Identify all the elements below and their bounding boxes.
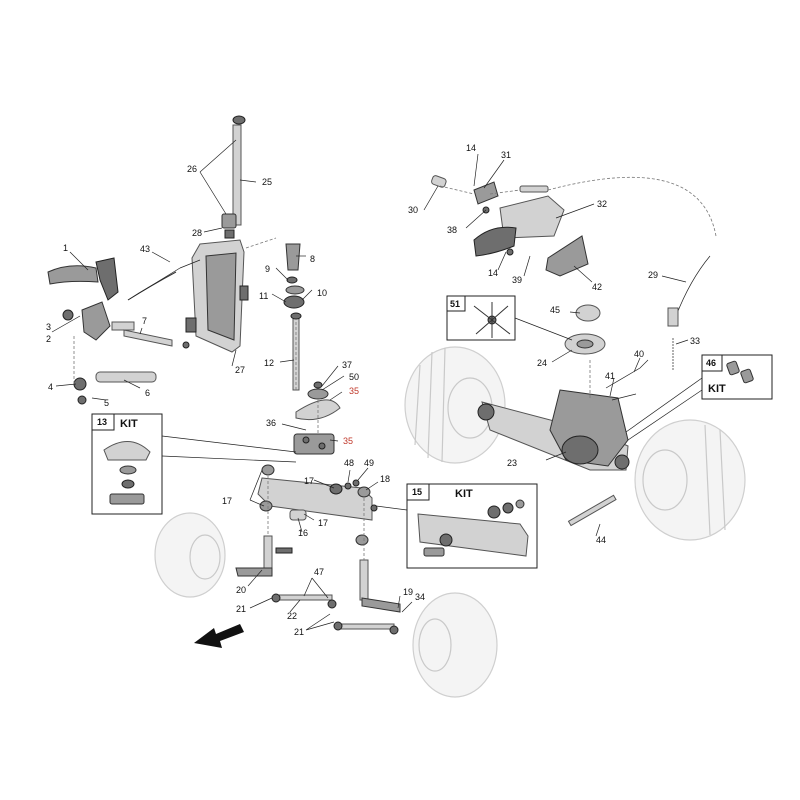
part-label: 31 <box>501 150 511 160</box>
steering-gear-parts <box>283 243 305 391</box>
kit-51-callout: 51 <box>446 295 573 341</box>
part-label: 7 <box>142 316 147 326</box>
kit-13-callout: 13 KIT <box>91 413 297 515</box>
part-label: 27 <box>235 365 245 375</box>
part-number-labels: 1 2 3 4 5 6 7 8 9 10 11 12 14 14 16 17 1… <box>46 143 700 637</box>
forward-arrow-icon <box>194 624 244 648</box>
transaxle <box>477 389 630 471</box>
part-label: 22 <box>287 611 297 621</box>
part-label: 45 <box>550 305 560 315</box>
part-label: 8 <box>310 254 315 264</box>
part-label: 17 <box>318 518 328 528</box>
part-label: 16 <box>298 528 308 538</box>
part-label: 37 <box>342 360 352 370</box>
part-label: 2 <box>46 334 51 344</box>
right-spindle <box>359 559 401 613</box>
part-label: 21 <box>236 604 246 614</box>
kit-13-title: KIT <box>120 418 138 430</box>
part-label-hidden: 17 <box>220 496 230 506</box>
kit-46-callout: 46 KIT <box>625 354 773 441</box>
part-label: 44 <box>596 535 606 545</box>
part-label: 42 <box>592 282 602 292</box>
front-right-wheel <box>412 592 498 698</box>
cable-29 <box>547 176 717 327</box>
rod-44 <box>567 494 617 527</box>
lever-assembly <box>431 175 589 277</box>
part-label: 17 <box>222 496 232 506</box>
part-label: 30 <box>408 205 418 215</box>
rear-left-wheel <box>404 346 506 464</box>
kit-46-title: KIT <box>708 383 726 395</box>
part-label: 29 <box>648 270 658 280</box>
part-label: 43 <box>140 244 150 254</box>
fan-24 <box>564 333 606 355</box>
part-label: 21 <box>294 627 304 637</box>
part-label: 1 <box>63 243 68 253</box>
part-label: 11 <box>259 291 268 301</box>
part-label: 38 <box>447 225 457 235</box>
cap-45 <box>575 304 601 322</box>
assembly-guide-lines <box>73 185 591 560</box>
part-label: 19 <box>403 587 413 597</box>
part-label: 36 <box>266 418 276 428</box>
part-label: 6 <box>145 388 150 398</box>
part-label-highlight: 35 <box>343 436 353 446</box>
part-label: 50 <box>349 372 359 382</box>
part-label: 10 <box>317 288 327 298</box>
part-label: 32 <box>597 199 607 209</box>
sector-gear <box>293 381 341 455</box>
part-label: 48 <box>344 458 354 468</box>
left-spindle <box>235 535 293 577</box>
part-label: 40 <box>634 349 644 359</box>
part-label: 12 <box>264 358 274 368</box>
part-label: 24 <box>537 358 547 368</box>
kit-51-number: 51 <box>450 299 460 309</box>
kit-46-number: 46 <box>706 358 716 368</box>
part-label: 49 <box>364 458 374 468</box>
rear-right-wheel <box>634 419 746 541</box>
part-label-highlight: 35 <box>349 386 359 396</box>
kit-13-number: 13 <box>97 417 107 427</box>
kit-15-title: KIT <box>455 488 473 500</box>
part-label: 26 <box>187 164 197 174</box>
part-label: 9 <box>265 264 270 274</box>
pedal-shaft <box>73 371 157 405</box>
part-label: 5 <box>104 398 109 408</box>
front-left-wheel <box>154 512 226 598</box>
pedal-bracket <box>62 301 135 341</box>
part-label: 33 <box>690 336 700 346</box>
part-label: 17 <box>304 476 314 486</box>
pedal <box>47 257 119 301</box>
front-axle-beam <box>257 464 378 546</box>
lever-40-41 <box>605 359 649 401</box>
part-label: 41 <box>605 371 615 381</box>
part-label: 28 <box>192 228 202 238</box>
steering-shaft <box>221 115 246 239</box>
part-label: 4 <box>48 382 53 392</box>
part-label: 14 <box>466 143 476 153</box>
tie-rods <box>271 593 399 635</box>
kit-15-callout: 15 KIT <box>375 483 538 569</box>
part-label: 18 <box>380 474 390 484</box>
kit-15-number: 15 <box>412 487 422 497</box>
part-label: 14 <box>488 268 498 278</box>
part-label: 3 <box>46 322 51 332</box>
part-label: 23 <box>507 458 517 468</box>
rod-7 <box>123 329 190 349</box>
cable-43 <box>127 259 201 301</box>
steering-support-frame <box>185 239 249 353</box>
leader-lines <box>51 139 689 631</box>
part-label: 25 <box>262 177 272 187</box>
part-label: 47 <box>314 567 324 577</box>
part-label: 34 <box>415 592 425 602</box>
part-label: 20 <box>236 585 246 595</box>
part-label: 39 <box>512 275 522 285</box>
fan-blade-icon <box>473 302 511 338</box>
